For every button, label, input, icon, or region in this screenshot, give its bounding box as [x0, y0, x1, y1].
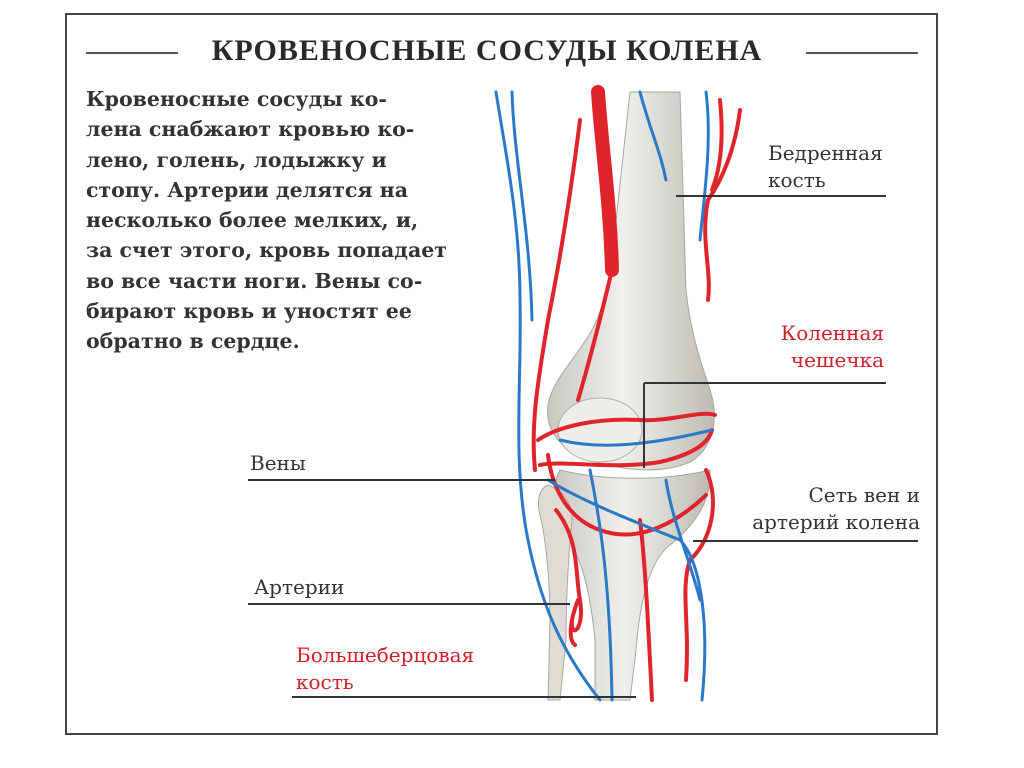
title-rule-left	[86, 52, 178, 54]
label-tibia: Большеберцовая кость	[296, 642, 474, 696]
fibula-bone	[537, 484, 573, 701]
label-network-line1: Сеть вен и	[808, 483, 920, 507]
artery-network	[531, 85, 742, 702]
leader-lines	[248, 195, 918, 698]
label-network: Сеть вен и артерий колена	[720, 482, 920, 536]
label-arteries: Артерии	[254, 575, 345, 599]
label-femur-line1: Бедренная	[768, 141, 883, 165]
vein-network	[494, 90, 714, 702]
label-patella-line2: чешечка	[790, 348, 884, 372]
patella-bone	[557, 397, 643, 463]
label-patella-line1: Коленная	[780, 321, 884, 345]
title-rule-right	[806, 52, 918, 54]
label-network-line2: артерий колена	[752, 510, 920, 534]
label-femur-line2: кость	[768, 168, 826, 192]
label-veins: Вены	[250, 451, 306, 475]
intro-text: Кровеносные сосуды ко- лена снабжают кро…	[86, 87, 448, 354]
label-tibia-line2: кость	[296, 670, 354, 694]
label-tibia-line1: Большеберцовая	[296, 643, 475, 667]
label-patella: Коленная чешечка	[740, 320, 884, 374]
label-femur: Бедренная кость	[768, 140, 883, 194]
diagram-title: КРОВЕНОСНЫЕ СОСУДЫ КОЛЕНА	[211, 34, 763, 67]
